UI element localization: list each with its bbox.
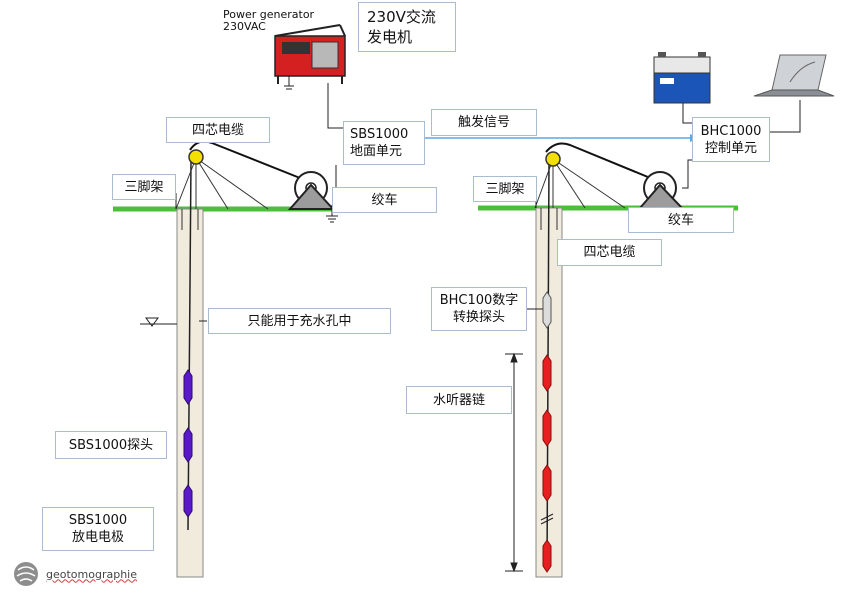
water-level-icon [140, 317, 177, 327]
battery-icon [653, 52, 711, 104]
winch-label-right: 绞车 [628, 207, 734, 233]
sbs-probe-label: SBS1000探头 [55, 431, 167, 459]
hydrophones [542, 354, 552, 573]
power-generator-caption: Power generator 230VAC [223, 8, 315, 33]
hydrophone-chain-label: 水听器链 [406, 386, 512, 414]
pulley-icon [188, 149, 204, 165]
sbs-probes [183, 369, 193, 518]
water-only-label: 只能用于充水孔中 [208, 308, 391, 334]
four-core-cable-label-left: 四芯电缆 [166, 117, 270, 143]
tripod-left [175, 157, 269, 210]
tripod-label-left: 三脚架 [112, 174, 176, 200]
winch-cable-left [189, 140, 306, 181]
ground-symbol-icon [326, 215, 338, 223]
trigger-signal-label: 触发信号 [431, 109, 537, 136]
winch-icon [637, 171, 685, 209]
winch-label-left: 绞车 [332, 187, 437, 213]
tripod-label-right: 三脚架 [473, 176, 537, 202]
pulley-icon [545, 151, 561, 167]
geotomographie-logo-icon [14, 562, 38, 586]
winch-icon [287, 171, 336, 210]
logo-text: geotomographie [46, 567, 137, 581]
four-core-cable-label-right: 四芯电缆 [557, 239, 662, 266]
generator-label: 230V交流 发电机 [358, 2, 456, 52]
generator-icon [274, 24, 346, 84]
bhc-control-unit-label: BHC1000 控制单元 [692, 117, 770, 162]
laptop-icon [753, 54, 835, 97]
probe-cable-left [187, 159, 192, 531]
chain-length-dimension [505, 352, 523, 573]
sbs-surface-unit-label: SBS1000 地面单元 [343, 121, 425, 165]
geotomographie-logo: geotomographie [12, 560, 137, 588]
winch-cable-right [545, 142, 661, 183]
bhc-probe-label: BHC100数字 转换探头 [431, 287, 527, 331]
tripod-right [534, 158, 626, 209]
bhc-converter-probe [542, 291, 552, 329]
sbs-electrode-label: SBS1000 放电电极 [42, 507, 154, 551]
